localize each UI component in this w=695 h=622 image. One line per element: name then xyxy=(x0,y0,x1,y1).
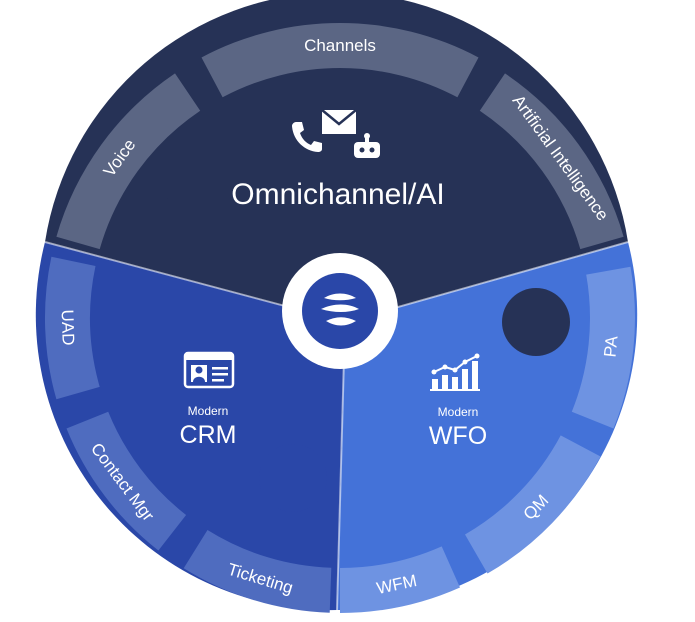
rim-segment-contact-mgr xyxy=(66,411,187,551)
id-card-icon xyxy=(183,351,235,389)
chatbot-icon xyxy=(354,133,380,158)
envelope-icon xyxy=(321,109,357,134)
rim-segment-voice xyxy=(56,73,201,250)
puzzle-knob-left xyxy=(259,444,327,512)
growth-chart-icon xyxy=(430,353,480,391)
rim-segment-artificial-intelligence xyxy=(479,73,624,250)
puzzle-knob-right xyxy=(502,288,570,356)
rim-segment-ticketing xyxy=(183,530,332,613)
divider-left-right xyxy=(336,321,346,611)
crm-subtitle: Modern xyxy=(188,404,229,418)
crm-title: CRM xyxy=(180,421,237,449)
logo-icon xyxy=(321,293,359,326)
wfo-subtitle: Modern xyxy=(438,405,479,419)
rim-segment-uad xyxy=(44,256,100,400)
rim-label-uad: UAD xyxy=(58,309,78,346)
crm-sector xyxy=(35,242,346,611)
omnichannel-ai-title: Omnichannel/AI xyxy=(231,178,444,211)
rim-label-channels: Channels xyxy=(304,36,376,55)
wfo-title: WFO xyxy=(429,422,487,450)
rim-label-pa: PA xyxy=(600,334,621,358)
rim-segment-qm xyxy=(465,435,601,574)
rim-segment-pa xyxy=(571,266,635,429)
puzzle-knob-top xyxy=(148,196,212,260)
rim-segment-channels xyxy=(201,22,479,98)
phone-icon xyxy=(292,122,322,152)
rim-segment-wfm xyxy=(340,546,460,613)
